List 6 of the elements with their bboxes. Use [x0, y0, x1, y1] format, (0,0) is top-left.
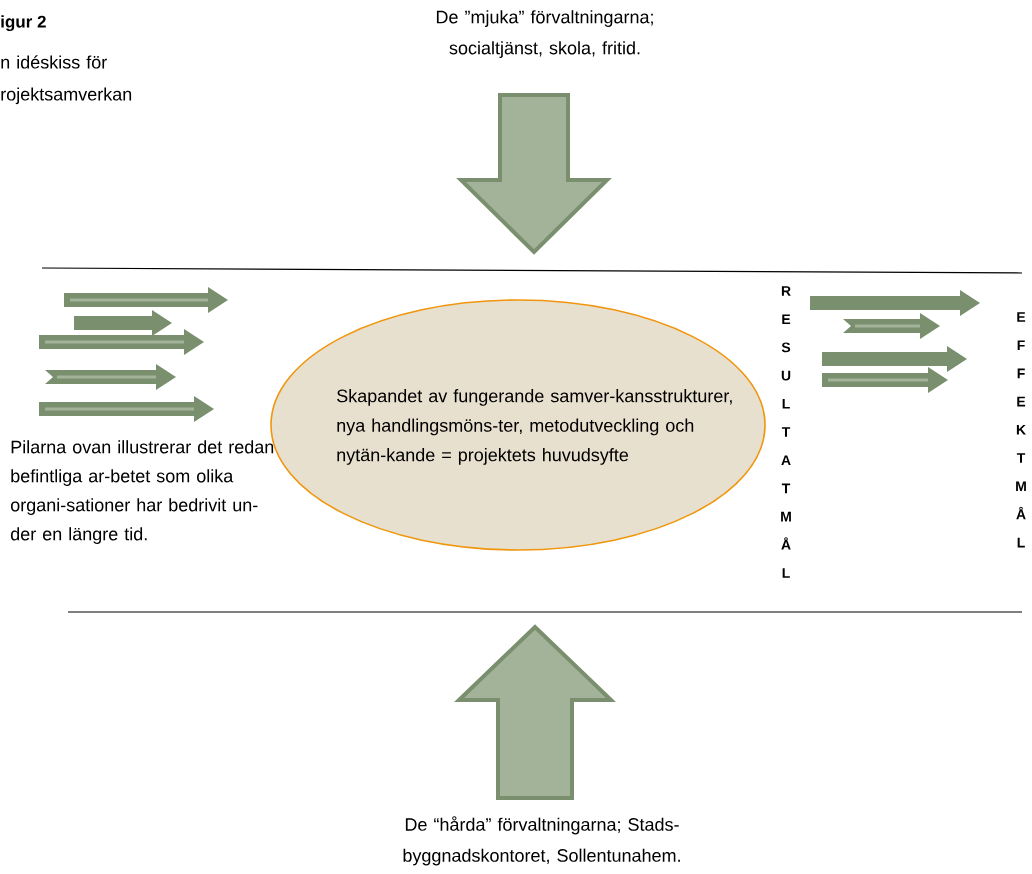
- caption-text: n idéskiss för rojektsamverkan: [1, 55, 132, 105]
- figure-title: igur 2: [1, 15, 46, 32]
- vertical-heading: E F F E K T M Å L: [1016, 312, 1026, 548]
- vertical-heading: R E S U L T A T M Å L: [781, 286, 791, 578]
- note-text: De ”mjuka” förvaltningarna; socialtjänst, skola, fritid.: [436, 10, 653, 58]
- note-text: De “hårda” förvaltningarna; Stads-byggnadskontoret, Sollentunahem.: [403, 816, 680, 866]
